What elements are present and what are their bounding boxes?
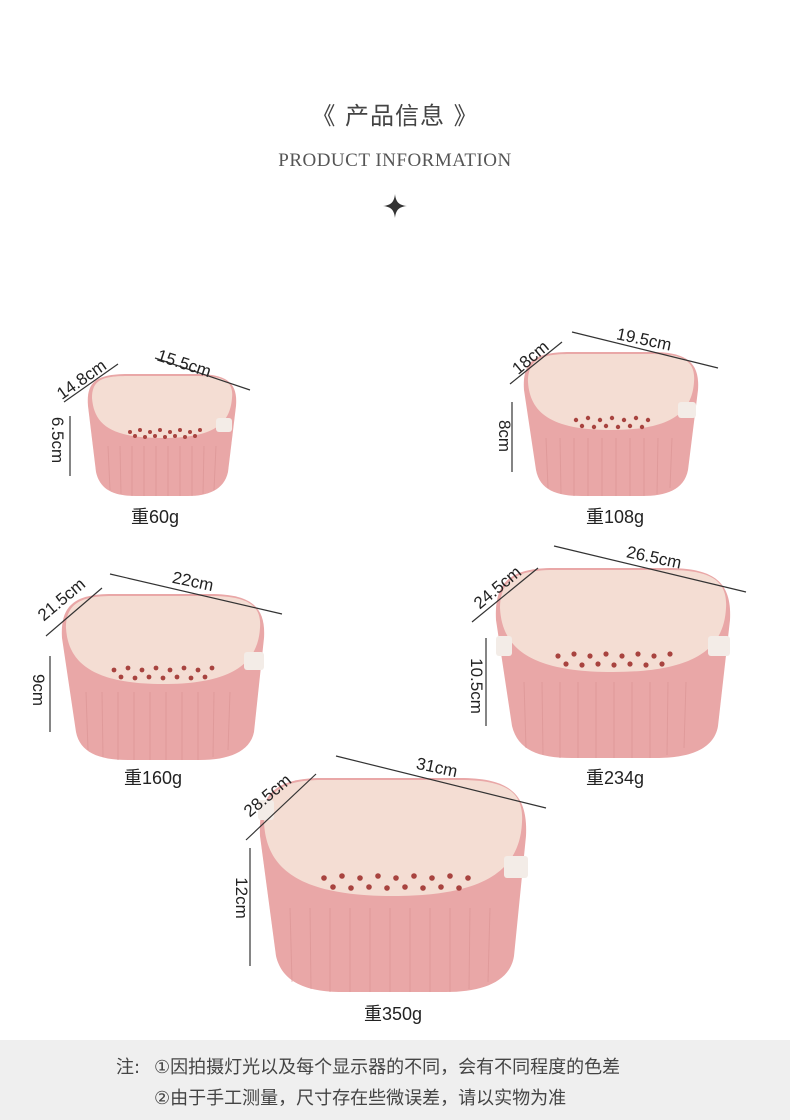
- basket-weight-label: 重108g: [586, 507, 645, 527]
- basket-height-label: 12cm: [231, 877, 251, 919]
- basket-illustration: [509, 331, 719, 496]
- product-basket-large: 26.5cm 24.5cm 10.5cm 重234g: [456, 538, 756, 798]
- basket-illustration: [45, 573, 283, 760]
- basket-weight-label: 重60g: [131, 507, 180, 527]
- basket-illustration: [245, 755, 547, 992]
- basket-height-label: 8cm: [495, 419, 515, 453]
- basket-weight-label: 重160g: [124, 768, 183, 788]
- page-title-chinese: 《 产品信息 》: [311, 102, 479, 130]
- notes-line-2: ②由于手工测量，尺寸存在些微误差，请以实物为准: [154, 1088, 567, 1109]
- basket-height-label: 6.5cm: [48, 416, 68, 464]
- page-title-english: PRODUCT INFORMATION: [278, 150, 512, 171]
- basket-weight-label: 重350g: [364, 1004, 423, 1024]
- product-basket-small: 15.5cm 14.8cm 6.5cm 重60g: [48, 340, 270, 530]
- notes-panel: 注: ①因拍摄灯光以及每个显示器的不同，会有不同程度的色差 ②由于手工测量，尺寸…: [0, 1040, 790, 1120]
- basket-height-label: 9cm: [29, 673, 49, 707]
- basket-height-label: 10.5cm: [466, 658, 486, 714]
- product-basket-extra-large: 31cm 28.5cm 12cm 重350g: [222, 752, 552, 1032]
- basket-weight-label: 重234g: [586, 768, 645, 788]
- basket-illustration: [471, 545, 747, 758]
- four-point-star-icon: [383, 194, 407, 218]
- product-basket-medium-small: 19.5cm 18cm 8cm 重108g: [480, 318, 740, 538]
- notes-line-1: ①因拍摄灯光以及每个显示器的不同，会有不同程度的色差: [154, 1057, 621, 1078]
- basket-illustration: [63, 357, 251, 496]
- notes-prefix: 注:: [116, 1057, 141, 1078]
- product-basket-medium: 22cm 21.5cm 9cm 重160g: [26, 566, 296, 796]
